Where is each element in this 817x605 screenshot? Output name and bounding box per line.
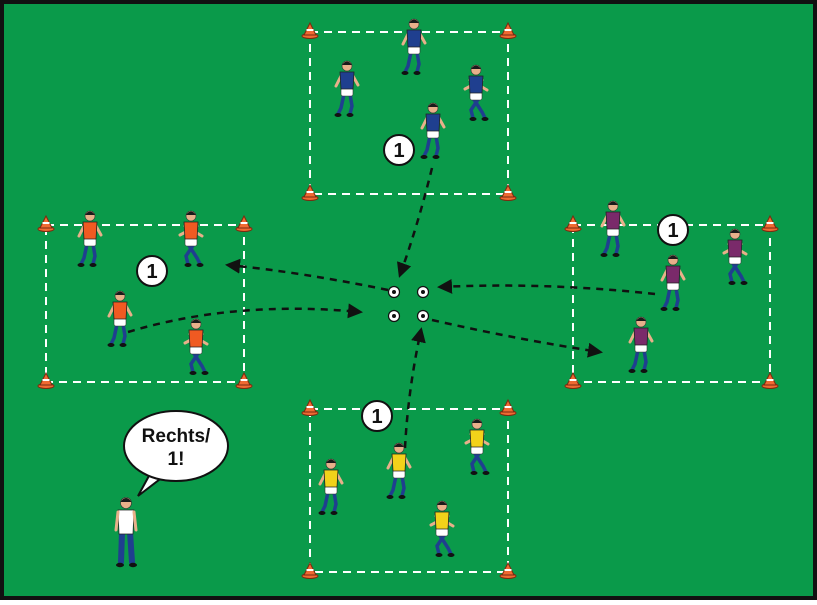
cone — [499, 398, 517, 416]
cone — [37, 214, 55, 232]
badge-left-label: 1 — [146, 261, 157, 283]
badge-right-label: 1 — [667, 220, 678, 242]
speech-line-1: Rechts/ — [142, 426, 211, 447]
arrow-right-to-balls — [437, 278, 656, 296]
arrow-top-to-balls — [397, 167, 434, 278]
ball — [416, 285, 430, 299]
player-top-3 — [463, 64, 489, 121]
cone — [761, 371, 779, 389]
player-right-2 — [722, 228, 748, 285]
pass-arrows — [127, 167, 656, 449]
ball — [416, 309, 430, 323]
player-bottom-1 — [464, 418, 490, 475]
balls — [387, 285, 430, 323]
cone — [301, 183, 319, 201]
cone — [499, 561, 517, 579]
badge-right: 1 — [657, 214, 689, 246]
player-top-1 — [401, 18, 427, 75]
cone — [37, 371, 55, 389]
arrow-bottom-to-balls — [403, 327, 426, 449]
cone — [499, 183, 517, 201]
badges: 1 1 1 1 — [136, 134, 689, 432]
player-bottom-2 — [386, 442, 412, 499]
cone — [564, 214, 582, 232]
cone — [499, 21, 517, 39]
player-top-2 — [334, 60, 360, 117]
speech-line-2: 1! — [168, 449, 185, 470]
player-right-3 — [660, 254, 686, 311]
cone — [235, 371, 253, 389]
cone — [761, 214, 779, 232]
cone — [235, 214, 253, 232]
arrow-left-player-to-balls — [127, 303, 363, 334]
badge-left: 1 — [136, 255, 168, 287]
badge-bottom: 1 — [361, 400, 393, 432]
player-bottom-4 — [429, 500, 455, 557]
players — [77, 18, 748, 568]
badge-bottom-label: 1 — [371, 406, 382, 428]
cone — [301, 561, 319, 579]
cone — [301, 21, 319, 39]
player-right-4 — [628, 316, 654, 373]
cone — [564, 371, 582, 389]
player-left-4 — [183, 318, 209, 375]
arrow-balls-to-left — [225, 258, 389, 292]
player-right-1 — [600, 200, 626, 257]
player-top-4 — [420, 102, 446, 159]
zone-left — [45, 224, 245, 383]
player-left-1 — [77, 210, 103, 267]
player-bottom-3 — [318, 458, 344, 515]
player-left-3 — [107, 290, 133, 347]
badge-top: 1 — [383, 134, 415, 166]
ball — [387, 309, 401, 323]
coach-speech-bubble: Rechts/ 1! — [123, 410, 229, 497]
cones — [37, 21, 779, 579]
ball — [387, 285, 401, 299]
coach — [114, 497, 138, 568]
badge-top-label: 1 — [393, 140, 404, 162]
player-left-2 — [178, 210, 204, 267]
cone — [301, 398, 319, 416]
